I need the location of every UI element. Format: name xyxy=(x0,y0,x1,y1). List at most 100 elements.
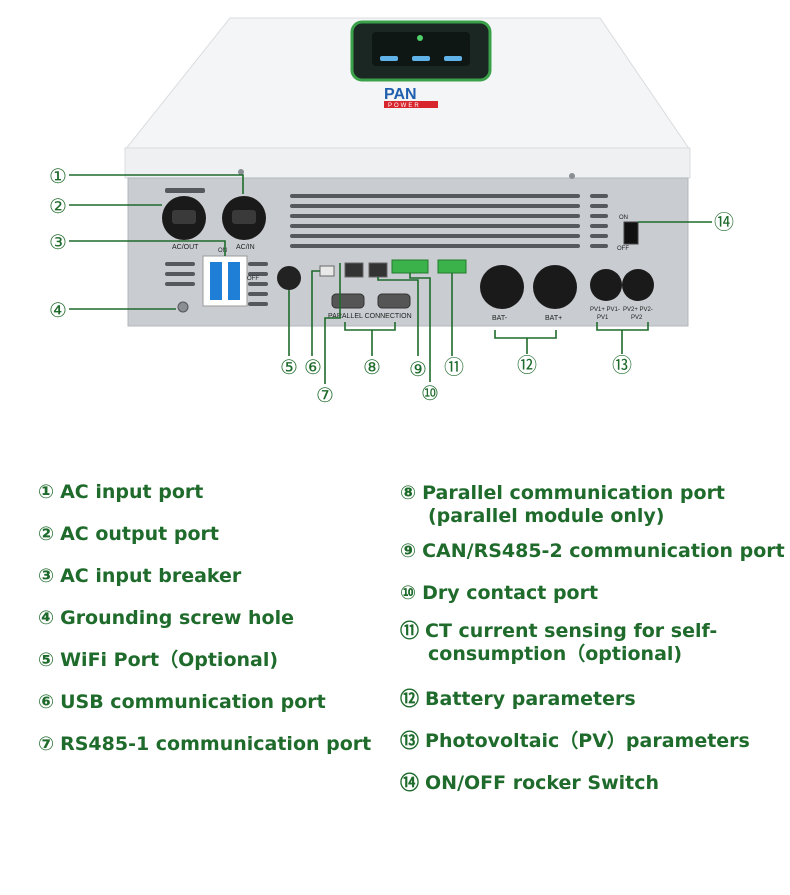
legend-num: ④ xyxy=(38,607,55,629)
pv1-sub-label: PV1 xyxy=(597,315,609,321)
indicator-led xyxy=(417,35,423,41)
callout-12: ⑫ xyxy=(517,353,537,377)
callout-13: ⑬ xyxy=(612,353,632,377)
callout-2: ② xyxy=(49,194,67,218)
bat-pos-label: BAT+ xyxy=(545,315,562,322)
callout-3: ③ xyxy=(49,230,67,254)
callout-7: ⑦ xyxy=(316,383,334,407)
can-rs485-2-port xyxy=(368,262,388,278)
legend-num: ⑧ xyxy=(400,482,417,504)
legend-text: Grounding screw hole xyxy=(60,607,294,629)
legend-num: ⑥ xyxy=(38,691,55,713)
battery-negative-terminal xyxy=(480,265,524,309)
legend-subtext: (parallel module only) xyxy=(428,505,665,527)
legend-text: Battery parameters xyxy=(425,688,636,710)
legend-num: ⑦ xyxy=(38,733,55,755)
legend-num: ⑤ xyxy=(38,649,55,671)
legend-text: CAN/RS485-2 communication port xyxy=(422,540,785,562)
grounding-screw xyxy=(177,301,189,313)
ac-in-label: AC/IN xyxy=(236,244,255,251)
switch-on-label: ON xyxy=(619,215,628,221)
inverter-front-lip xyxy=(124,147,691,179)
callout-10: ⑩ xyxy=(421,381,439,405)
usb-port xyxy=(319,265,335,277)
touch-key xyxy=(380,56,398,61)
legend-text: AC input breaker xyxy=(60,565,242,587)
ac-out-label: AC/OUT xyxy=(172,244,199,251)
callout-14: ⑭ xyxy=(714,210,734,234)
battery-positive-terminal xyxy=(533,265,577,309)
wifi-port xyxy=(277,266,301,290)
legend-num: ⑭ xyxy=(400,772,420,794)
legend-text: WiFi Port（Optional) xyxy=(60,649,279,671)
switch-off-label: OFF xyxy=(617,246,629,252)
ac-input-breaker xyxy=(202,255,248,307)
parallel-label: PARALLEL CONNECTION xyxy=(328,313,412,320)
legend-text: Parallel communication port xyxy=(422,482,726,504)
legend-num: ① xyxy=(38,481,55,503)
callout-4: ④ xyxy=(49,298,67,322)
rs485-1-port xyxy=(344,262,364,278)
callout-6: ⑥ xyxy=(304,355,322,379)
callout-11: ⑪ xyxy=(444,355,464,379)
callout-numbers: ① ② ③ ④ ⑤ ⑥ ⑦ ⑧ ⑨ ⑩ ⑪ ⑫ ⑬ ⑭ xyxy=(49,164,734,407)
pv2-terminal xyxy=(622,269,654,301)
breaker-on-label: ON xyxy=(218,248,227,254)
breaker-off-label: OFF xyxy=(247,276,259,282)
legend-text: USB communication port xyxy=(60,691,326,713)
rocker-switch xyxy=(623,221,639,245)
screw xyxy=(569,173,575,179)
pv2-sub-label: PV2 xyxy=(631,315,643,321)
touch-key xyxy=(444,56,462,61)
pv1-terminal xyxy=(590,269,622,301)
callout-8: ⑧ xyxy=(363,355,381,379)
ct-sensing-port xyxy=(437,259,467,274)
legend-num: ⑪ xyxy=(400,620,420,642)
screw xyxy=(238,169,244,175)
legend-num: ⑫ xyxy=(400,688,420,710)
callout-5: ⑤ xyxy=(280,355,298,379)
parallel-port-2 xyxy=(377,293,411,309)
callout-9: ⑨ xyxy=(409,357,427,381)
legend-num: ② xyxy=(38,523,55,545)
pan-power-logo: PAN POWER xyxy=(384,86,438,109)
legend-text: ON/OFF rocker Switch xyxy=(425,772,660,794)
legend-num: ⑩ xyxy=(400,582,417,604)
legend-text: Dry contact port xyxy=(422,582,599,604)
dry-contact-port xyxy=(391,259,429,274)
legend-num: ⑬ xyxy=(400,730,420,752)
legend-text: Photovoltaic（PV）parameters xyxy=(425,730,750,752)
vent-grille xyxy=(165,188,608,306)
legend-text: RS485-1 communication port xyxy=(60,733,372,755)
legend-num: ⑨ xyxy=(400,540,417,562)
inverter-diagram: PAN POWER AC/OUT AC/IN xyxy=(49,17,734,407)
bat-neg-label: BAT- xyxy=(492,315,508,322)
pv1-label: PV1+ PV1- xyxy=(590,307,620,313)
legend-num: ③ xyxy=(38,565,55,587)
legend-text: AC input port xyxy=(60,481,204,503)
legend-text: CT current sensing for self- xyxy=(425,620,718,642)
legend-subtext: consumption（optional) xyxy=(428,643,683,665)
callout-1: ① xyxy=(49,164,67,188)
touch-key xyxy=(412,56,430,61)
callout-lines xyxy=(69,174,712,384)
legend-text: AC output port xyxy=(60,523,219,545)
brand-text: PAN xyxy=(384,86,417,103)
parallel-port-1 xyxy=(331,293,365,309)
pv2-label: PV2+ PV2- xyxy=(623,307,653,313)
brand-sub-text: POWER xyxy=(388,103,421,109)
